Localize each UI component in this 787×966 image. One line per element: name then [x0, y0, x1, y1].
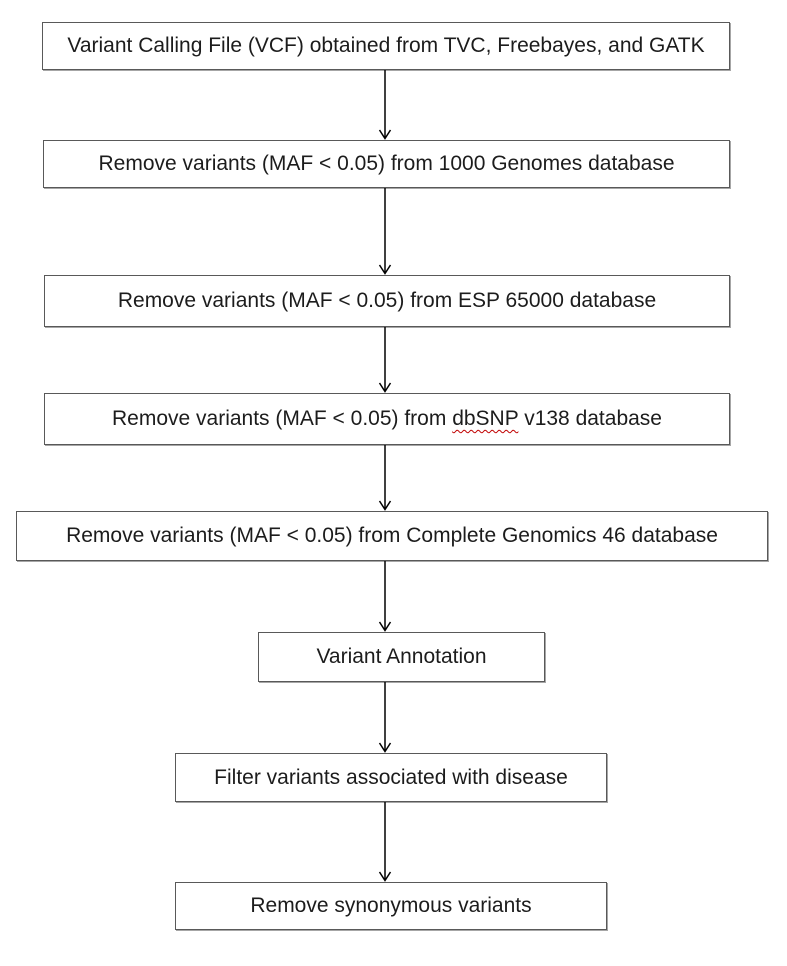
flow-node-label: Remove variants (MAF < 0.05) from ESP 65…: [117, 289, 657, 312]
flow-arrow: [378, 327, 392, 393]
flow-arrow: [378, 188, 392, 275]
flow-node-vcf-input: Variant Calling File (VCF) obtained from…: [42, 22, 730, 70]
flow-arrow: [378, 682, 392, 753]
flow-node-label: Remove variants (MAF < 0.05) from dbSNP …: [112, 407, 662, 430]
flow-node-remove-1000-genomes: Remove variants (MAF < 0.05) from 1000 G…: [43, 140, 730, 188]
flow-node-label: Remove variants (MAF < 0.05) from 1000 G…: [98, 152, 675, 175]
flow-arrow: [378, 561, 392, 632]
flow-node-label: Filter variants associated with disease: [214, 765, 568, 789]
flow-node-label: Variant Annotation: [316, 645, 487, 668]
flow-node-label: Remove synonymous variants: [250, 894, 532, 917]
flow-node-filter-disease-variants: Filter variants associated with disease: [175, 753, 607, 802]
flow-node-remove-dbsnp: Remove variants (MAF < 0.05) from dbSNP …: [44, 393, 730, 445]
flow-node-variant-annotation: Variant Annotation: [258, 632, 545, 682]
flow-node-remove-esp65000: Remove variants (MAF < 0.05) from ESP 65…: [44, 275, 730, 327]
flow-node-label: Remove variants (MAF < 0.05) from Comple…: [66, 524, 718, 547]
flow-node-remove-synonymous: Remove synonymous variants: [175, 882, 607, 930]
spellcheck-underlined-word: dbSNP: [452, 407, 519, 430]
flow-node-remove-complete-genomics: Remove variants (MAF < 0.05) from Comple…: [16, 511, 768, 561]
flow-node-label: Variant Calling File (VCF) obtained from…: [67, 34, 705, 57]
flow-arrow: [378, 445, 392, 511]
flow-arrow: [378, 70, 392, 140]
flow-arrow: [378, 802, 392, 882]
